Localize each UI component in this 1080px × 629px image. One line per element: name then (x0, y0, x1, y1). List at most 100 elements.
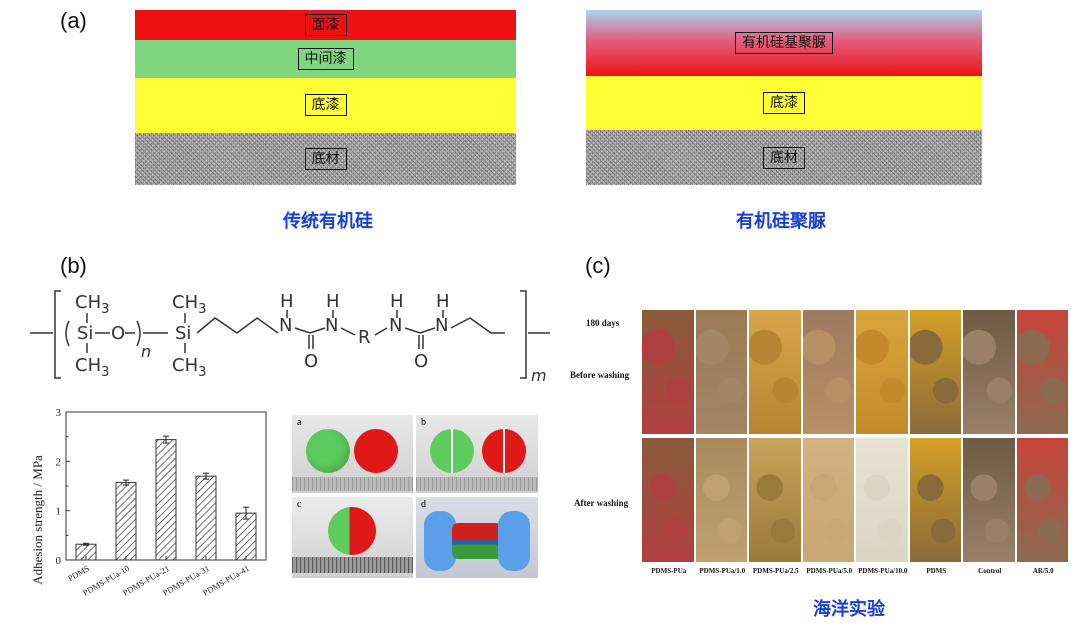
atom-h-3: H (390, 291, 404, 312)
atom-o-1: O (111, 323, 125, 344)
ruler (416, 477, 538, 491)
atom-si-2: Si (175, 323, 191, 344)
bar (115, 482, 137, 561)
column-label: AR/5.0 (1032, 567, 1054, 575)
photo-a: a (292, 415, 413, 493)
x-tick-label: PDMS (66, 563, 91, 583)
green-disc (306, 429, 350, 473)
y-tick-label: 3 (56, 407, 62, 419)
layer-topcoat: 面漆 (135, 10, 516, 40)
strip-before-washing (642, 310, 694, 434)
column-labels: PDMS-PUa PDMS-PUa/1.0 PDMS-PUa/2.5 PDMS-PUa… (642, 567, 1070, 579)
sample-photos: a b c d (292, 415, 538, 578)
bar (155, 439, 177, 561)
red-disc (354, 429, 398, 473)
panel-a-label: (a) (60, 8, 87, 33)
strip-after-washing (909, 438, 961, 562)
marine-test-photos: 180 days Before washing After washing PD… (564, 308, 1074, 583)
caption-marine-test: 海洋实验 (813, 599, 885, 620)
atom-n-2: N (325, 315, 338, 336)
strip-before-washing (802, 310, 854, 434)
column-label: PDMS-PUa (651, 567, 687, 575)
layer-primer: 底漆 (135, 78, 516, 133)
caption-polyurea: 有机硅聚脲 (736, 211, 826, 232)
atom-h-2: H (326, 291, 340, 312)
layer-topcoat-label: 面漆 (304, 14, 347, 36)
atom-r: R (358, 327, 371, 348)
atom-ch3-1: CH3 (75, 292, 109, 317)
strip-after-washing (642, 438, 694, 562)
atom-o-2: O (304, 351, 318, 372)
gloved-hand-right (498, 511, 530, 571)
strip-after-washing (695, 438, 747, 562)
column-label: PDMS-PUa/1.0 (699, 567, 746, 575)
green-disc-cut (430, 429, 474, 473)
strip-after-washing (1016, 438, 1068, 562)
layer-silicone-polyurea-label: 有机硅基聚脲 (735, 32, 833, 54)
strip-after-washing (963, 438, 1015, 562)
chart-y-axis-label: Adhesion strength / MPa (30, 455, 45, 585)
subscript-n: n (141, 342, 151, 361)
polyurea-structure: CH3 Si O CH3 n CH3 Si CH3 H N H N O R H … (30, 290, 550, 385)
photo-a-label: a (297, 417, 302, 428)
coating-stack-traditional: 面漆 中间漆 底漆 底材 (135, 10, 516, 185)
layer-primer-label: 底漆 (304, 94, 347, 116)
atom-o-3: O (414, 351, 428, 372)
photo-d-label: d (421, 499, 426, 510)
photo-d: d (416, 497, 538, 578)
row-label-days: 180 days (586, 318, 620, 328)
layer-primer-right-label: 底漆 (763, 92, 805, 114)
atom-h-1: H (280, 291, 294, 312)
atom-ch3-3: CH3 (172, 292, 206, 317)
layer-primer-right: 底漆 (586, 76, 982, 130)
strip-before-washing (909, 310, 961, 434)
strip-before-washing (963, 310, 1015, 434)
red-disc-cut (482, 429, 526, 473)
row-label-before: Before washing (570, 370, 630, 380)
row-label-after: After washing (574, 498, 629, 508)
column-label: PDMS-PUa/10.0 (858, 567, 908, 575)
layer-intermediate-label: 中间漆 (297, 48, 354, 70)
panel-c-label: (c) (585, 253, 611, 278)
strip-grid (642, 310, 1070, 562)
strip-before-washing (856, 310, 908, 434)
layer-silicone-polyurea: 有机硅基聚脲 (586, 10, 982, 76)
y-tick-label: 1 (56, 506, 62, 518)
strip-after-washing (856, 438, 908, 562)
healed-disc (328, 507, 376, 555)
bar (235, 512, 257, 561)
atom-n-3: N (389, 315, 402, 336)
strip-before-washing (749, 310, 801, 434)
subscript-m: m (531, 366, 547, 385)
bar (195, 475, 217, 561)
photo-b: b (416, 415, 538, 493)
layer-substrate: 底材 (135, 133, 516, 185)
photo-c: c (292, 497, 413, 578)
strip-after-washing (749, 438, 801, 562)
strip-after-washing (802, 438, 854, 562)
coating-stack-polyurea: 有机硅基聚脲 底漆 底材 (586, 10, 982, 185)
column-label: PDMS (926, 567, 947, 575)
panel-b-label: (b) (60, 253, 87, 278)
strip-before-washing (1016, 310, 1068, 434)
layer-substrate-right-label: 底材 (763, 147, 805, 169)
caption-traditional: 传统有机硅 (283, 211, 373, 232)
ruler (292, 557, 413, 573)
ruler (292, 477, 413, 491)
column-label: PDMS-PUa/5.0 (806, 567, 853, 575)
y-tick-label: 0 (56, 555, 62, 567)
atom-si-1: Si (77, 323, 93, 344)
photo-c-label: c (297, 499, 302, 510)
atom-h-4: H (436, 291, 450, 312)
atom-ch3-4: CH3 (172, 355, 206, 380)
stretched-film (452, 523, 502, 559)
photo-b-label: b (421, 417, 426, 428)
atom-ch3-2: CH3 (75, 355, 109, 380)
layer-substrate-label: 底材 (304, 148, 347, 170)
column-label: PDMS-PUa/2.5 (752, 567, 799, 575)
gloved-hand-left (424, 511, 456, 571)
atom-n-1: N (279, 315, 292, 336)
column-label: Control (978, 567, 1002, 575)
layer-intermediate: 中间漆 (135, 40, 516, 78)
